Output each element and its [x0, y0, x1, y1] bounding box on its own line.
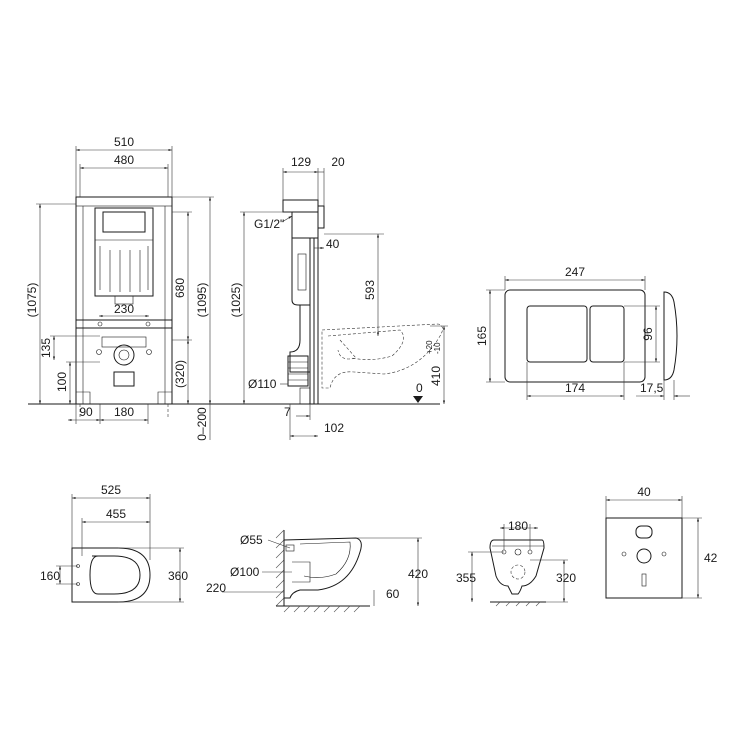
flush-plate — [504, 289, 646, 383]
dim-355: 355 — [456, 571, 476, 585]
dim-174: 174 — [565, 381, 585, 395]
dim-17-5: 17,5 — [640, 381, 664, 395]
dim-480: 480 — [114, 153, 134, 167]
flush-opening — [102, 211, 146, 233]
dim-135: 135 — [39, 338, 53, 358]
dim-420: 420 — [408, 567, 428, 581]
frame-outline — [75, 196, 173, 405]
toilet-outline — [321, 323, 443, 389]
floor-zero: 0 — [416, 381, 423, 395]
flush-button-large — [526, 305, 588, 363]
dim-20: 20 — [331, 155, 345, 169]
flush-plate-profile — [663, 291, 678, 381]
dim-40: 40 — [326, 237, 340, 251]
dim-220: 220 — [206, 581, 226, 595]
dim-template-w: 40 — [637, 485, 651, 499]
bowl-back-view: 180 355 320 — [456, 519, 576, 607]
dim-60: 60 — [386, 587, 400, 601]
dim-593: 593 — [363, 280, 377, 300]
template-view: 40 42 — [605, 485, 718, 599]
template-plate — [605, 517, 683, 599]
pipe-diameter: Ø110 — [248, 377, 277, 391]
frame-side-view: 129 20 G1/2" 40 (1025) 593 Ø110 7 102 41… — [229, 155, 448, 440]
dim-160: 160 — [40, 569, 60, 583]
dim-d55: Ø55 — [240, 533, 263, 547]
dim-247: 247 — [565, 265, 585, 279]
dim-96: 96 — [641, 327, 655, 341]
bowl-top-outline — [71, 547, 151, 603]
dim-1095: (1095) — [195, 283, 209, 318]
bowl-back-outline — [489, 539, 545, 595]
crossbar — [75, 319, 173, 329]
top-rail — [75, 196, 173, 207]
drain-pipe — [287, 355, 309, 387]
thread-label: G1/2" — [254, 217, 284, 231]
bowl-side-view: Ø55 Ø100 220 420 60 — [206, 529, 428, 613]
dim-510: 510 — [114, 135, 134, 149]
bowl-top-view: 525 455 160 360 — [40, 483, 188, 603]
dim-d100: Ø100 — [230, 565, 260, 579]
dim-129: 129 — [291, 155, 311, 169]
dim-template-h: 42 — [704, 551, 718, 565]
dim-90: 90 — [79, 405, 93, 419]
floor-marker-icon — [413, 396, 423, 403]
dim-680: 680 — [173, 278, 187, 298]
dim-102: 102 — [324, 421, 344, 435]
dim-100: 100 — [55, 372, 69, 392]
dim-230: 230 — [114, 302, 134, 316]
dim-525: 525 — [101, 483, 121, 497]
cistern — [94, 207, 154, 297]
dim-360: 360 — [168, 569, 188, 583]
dim-1075: (1075) — [25, 283, 39, 318]
frame-front-view: 510 480 (1075) 135 100 680 (320) (1095) … — [25, 135, 248, 441]
dim-1025: (1025) — [229, 283, 243, 318]
dim-7: 7 — [284, 405, 291, 419]
tol-plus: +20 — [425, 340, 434, 354]
dim-165: 165 — [475, 326, 489, 346]
tol-minus: -10 — [433, 342, 442, 354]
dim-0-200: 0–200 — [195, 407, 209, 441]
dim-410: 410 — [429, 366, 443, 386]
dim-180-back: 180 — [508, 519, 528, 533]
drain-connector — [113, 344, 135, 366]
dim-180: 180 — [114, 405, 134, 419]
dim-320: (320) — [173, 360, 187, 388]
dim-320-back: 320 — [556, 571, 576, 585]
bowl-side-outline — [283, 537, 362, 599]
dim-455: 455 — [106, 507, 126, 521]
flush-button-small — [589, 305, 625, 363]
flush-plate-view: 247 165 96 174 17,5 — [475, 265, 690, 400]
